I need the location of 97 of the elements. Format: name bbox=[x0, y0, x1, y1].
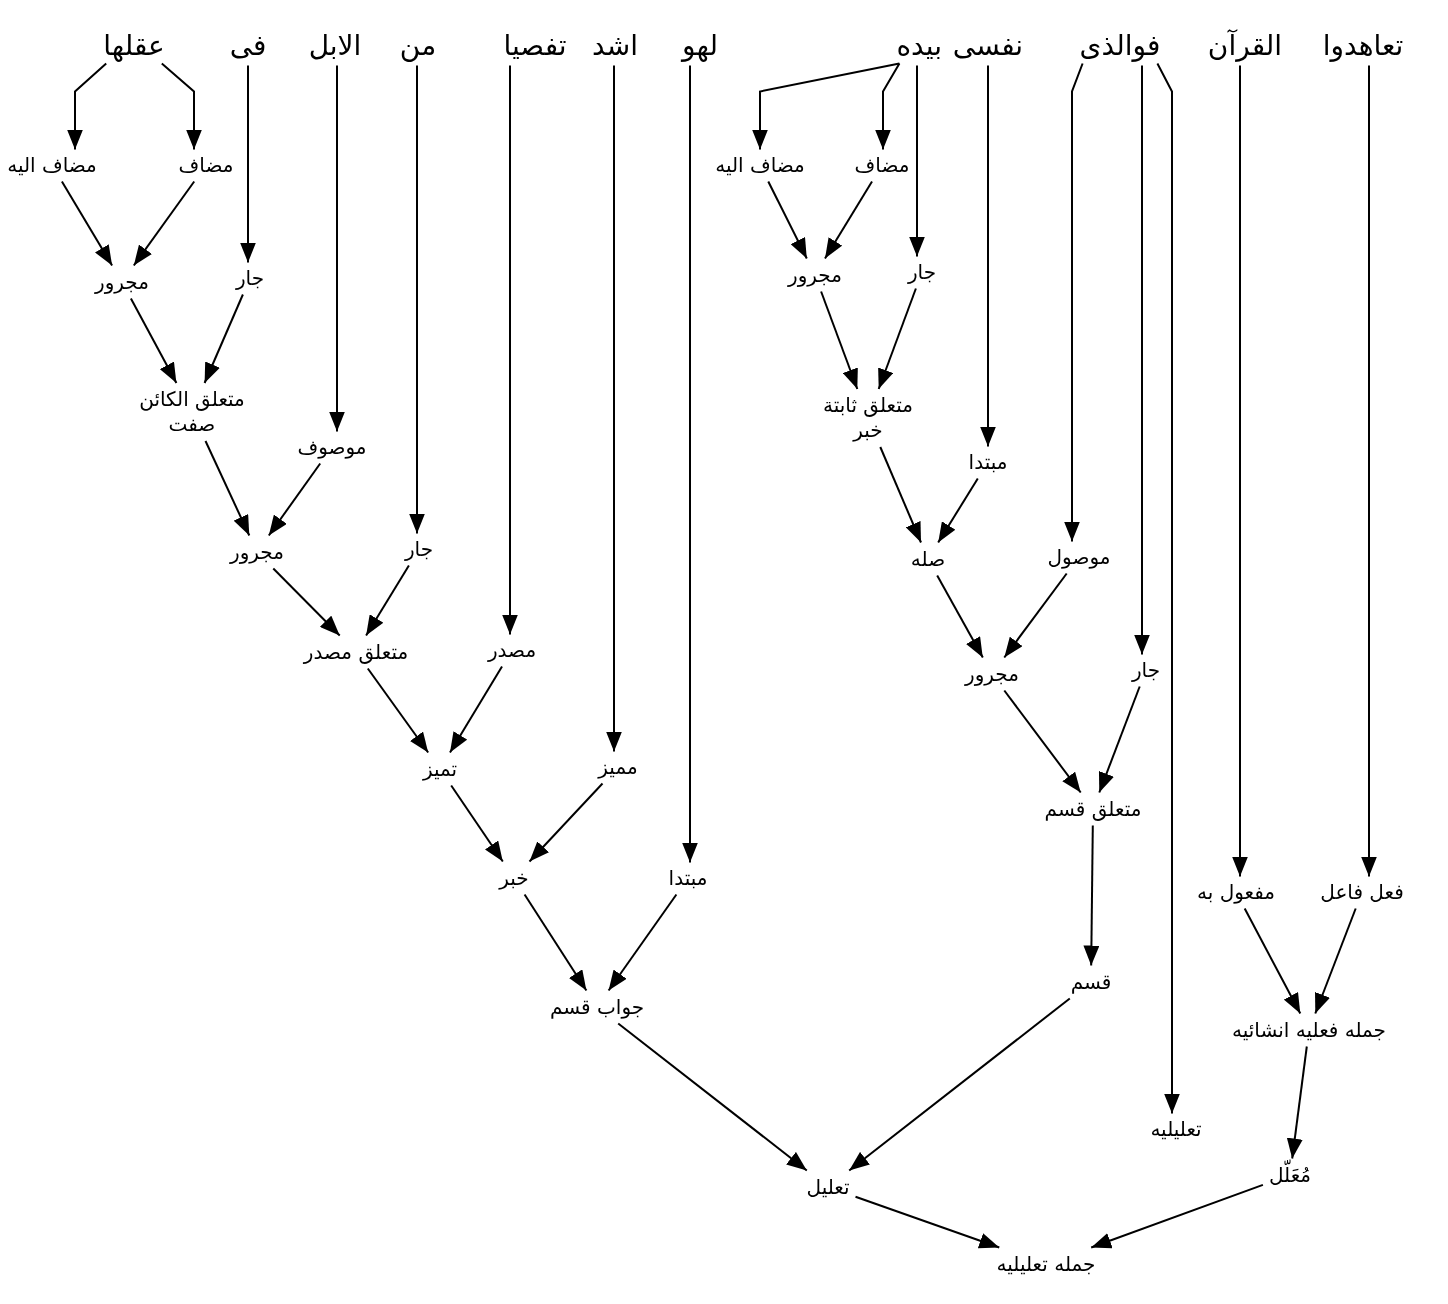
grammar-label: تعليل bbox=[803, 1173, 853, 1201]
sentence-word: عقلها bbox=[62, 26, 206, 64]
arrow bbox=[129, 297, 178, 384]
grammar-label: متعلق الكائن bbox=[139, 387, 245, 412]
grammar-label: تميز bbox=[419, 755, 461, 783]
grammar-label: فعل فاعل bbox=[1317, 878, 1407, 906]
sentence-word: تعاهدوا bbox=[1319, 26, 1407, 64]
grammar-label: متعلق مصدر bbox=[300, 638, 412, 666]
grammar-label: مجرور bbox=[785, 261, 845, 289]
sentence-word: نفسى bbox=[949, 26, 1027, 64]
grammar-label: جار bbox=[904, 258, 940, 286]
arrow bbox=[1003, 572, 1068, 659]
grammar-label: مبتدا bbox=[665, 864, 711, 892]
arrow bbox=[752, 62, 901, 151]
arrow bbox=[203, 293, 244, 384]
arrow bbox=[523, 893, 588, 992]
grammar-label: موصوف bbox=[294, 433, 370, 461]
sentence-word: فوالذى bbox=[1058, 26, 1182, 64]
arrow bbox=[1314, 907, 1357, 1015]
grammar-label: مفعول به bbox=[1194, 878, 1278, 906]
arrow bbox=[1134, 64, 1150, 656]
grammar-label: صله bbox=[907, 545, 949, 573]
sentence-word: القرآن bbox=[1204, 26, 1286, 64]
grammar-label: مضاف اليه bbox=[712, 151, 808, 179]
arrow bbox=[1232, 64, 1248, 878]
grammar-label: مبتدا bbox=[965, 448, 1011, 476]
grammar-label: مصدر bbox=[484, 636, 540, 664]
grammar-label: مميز bbox=[595, 753, 641, 781]
grammar-label: صفت bbox=[167, 412, 217, 437]
arrow bbox=[1361, 64, 1377, 878]
sentence-word: تفصيا bbox=[500, 26, 570, 64]
sentence-word: من bbox=[396, 26, 440, 64]
arrow bbox=[682, 64, 698, 864]
arrow bbox=[272, 567, 341, 637]
arrow bbox=[854, 1195, 1001, 1249]
grammar-label: موصول bbox=[1044, 543, 1114, 571]
arrow bbox=[67, 62, 108, 151]
grammar-label: مضاف اليه bbox=[4, 151, 100, 179]
grammar-label: مجرور bbox=[92, 268, 152, 296]
grammar-label: جار bbox=[232, 264, 268, 292]
grammar-label: جمله فعليه انشائيه bbox=[1229, 1016, 1389, 1044]
grammar-label: متعلق ثابتة bbox=[823, 393, 913, 418]
arrow bbox=[1098, 685, 1141, 794]
arrow bbox=[617, 1022, 808, 1172]
arrow bbox=[329, 64, 345, 433]
grammar-label: متعلق قسم bbox=[1041, 795, 1145, 823]
arrow bbox=[875, 62, 901, 151]
grammar-label: خبر bbox=[851, 418, 884, 443]
arrow bbox=[877, 287, 917, 390]
arrow bbox=[528, 782, 604, 863]
arrow bbox=[824, 180, 873, 260]
arrow bbox=[606, 64, 622, 753]
arrow bbox=[820, 290, 859, 390]
arrow bbox=[366, 667, 430, 754]
arrow bbox=[1243, 907, 1302, 1015]
arrow bbox=[909, 64, 925, 258]
sentence-word: الابل bbox=[305, 26, 365, 64]
grammar-label: مضاف bbox=[175, 151, 237, 179]
arrow bbox=[60, 180, 114, 267]
arrow bbox=[1064, 62, 1084, 543]
grammar-label: خبر bbox=[496, 864, 532, 892]
arrow bbox=[1286, 1045, 1308, 1160]
arrow bbox=[937, 477, 979, 544]
arrow bbox=[240, 64, 256, 264]
arrow bbox=[879, 446, 922, 544]
arrow bbox=[848, 997, 1071, 1172]
arrow bbox=[502, 64, 518, 636]
sentence-word: بيده bbox=[748, 26, 945, 64]
arrow bbox=[267, 462, 322, 537]
grammar-label: تعليليه bbox=[1147, 1115, 1205, 1143]
grammar-label: مُعَلّل bbox=[1265, 1161, 1315, 1189]
grammar-label: مجرور bbox=[227, 538, 287, 566]
sentence-word: اشد bbox=[589, 26, 641, 64]
arrow bbox=[1003, 689, 1082, 794]
grammar-label: مجرور bbox=[962, 660, 1022, 688]
arrow bbox=[1156, 62, 1180, 1115]
arrow bbox=[449, 665, 503, 754]
grammar-label: جواب قسم bbox=[546, 993, 648, 1021]
arrow bbox=[1090, 1183, 1264, 1249]
arrow bbox=[936, 574, 984, 659]
grammar-label: جمله تعليليه bbox=[993, 1250, 1099, 1278]
grammar-label: قسم bbox=[1067, 968, 1115, 996]
arrow bbox=[132, 180, 196, 267]
arrow bbox=[365, 564, 410, 637]
arrow bbox=[980, 64, 996, 448]
arrow bbox=[1083, 824, 1100, 967]
sentence-word: لهو bbox=[679, 26, 721, 64]
arrow bbox=[204, 440, 251, 537]
arrow bbox=[409, 64, 425, 535]
arrow bbox=[450, 784, 504, 863]
grammar-label: جار bbox=[1128, 656, 1164, 684]
grammar-label: مضاف bbox=[851, 151, 913, 179]
arrow bbox=[767, 180, 808, 260]
arrow bbox=[607, 893, 678, 992]
sentence-word: فى bbox=[226, 26, 270, 64]
arrow bbox=[160, 62, 202, 151]
grammar-label: جار bbox=[401, 535, 437, 563]
